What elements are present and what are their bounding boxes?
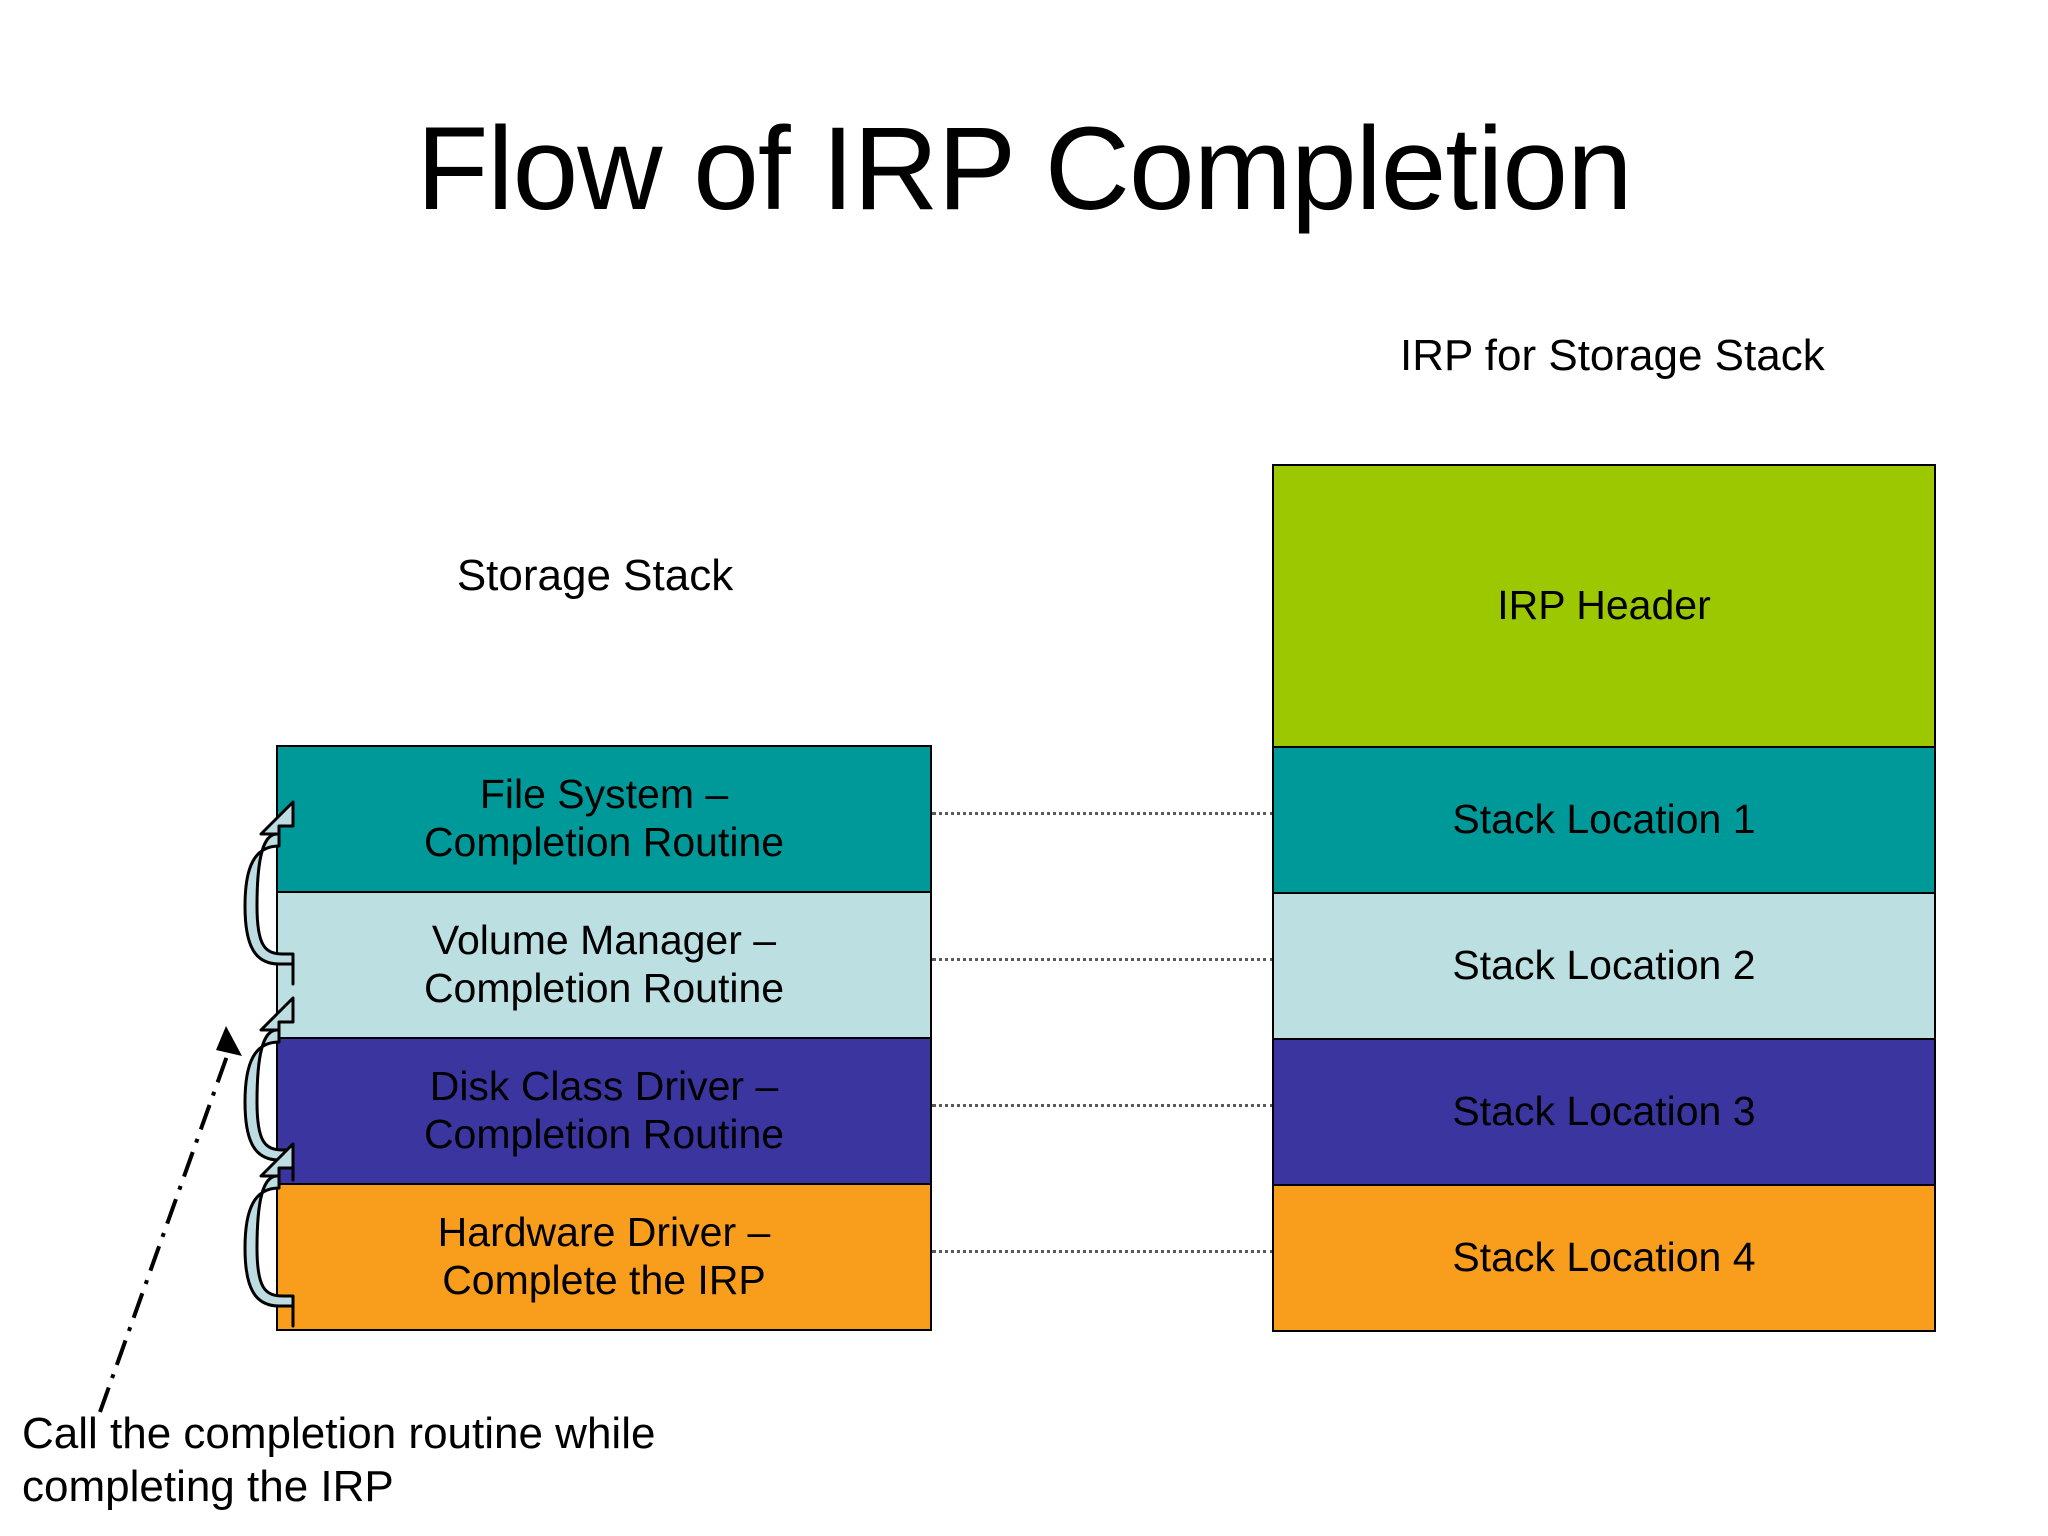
uturn-arrow-icon-1 xyxy=(243,800,295,986)
irp-stack-location-label: Stack Location 1 xyxy=(1452,796,1756,843)
irp-stack-location-2[interactable]: Stack Location 2 xyxy=(1272,892,1936,1040)
uturn-arrow-icon-2 xyxy=(243,996,295,1182)
irp-stack-location-3[interactable]: Stack Location 3 xyxy=(1272,1038,1936,1186)
storage-box-label: Hardware Driver – Complete the IRP xyxy=(437,1209,771,1303)
uturn-arrow-icon-3 xyxy=(243,1142,295,1328)
storage-box-label: File System – Completion Routine xyxy=(423,771,785,865)
irp-stack-location-label: Stack Location 4 xyxy=(1452,1234,1756,1281)
storage-stack: File System – Completion Routine Volume … xyxy=(276,745,932,1331)
irp-header-box[interactable]: IRP Header xyxy=(1272,464,1936,748)
irp-stack-location-1[interactable]: Stack Location 1 xyxy=(1272,746,1936,894)
irp-stack-location-label: Stack Location 2 xyxy=(1452,942,1756,989)
storage-box-disk-class-driver[interactable]: Disk Class Driver – Completion Routine xyxy=(276,1037,932,1185)
irp-stack: IRP Header Stack Location 1 Stack Locati… xyxy=(1272,464,1936,1332)
connector-line-4 xyxy=(932,1250,1274,1253)
connector-line-3 xyxy=(932,1104,1274,1107)
storage-box-file-system[interactable]: File System – Completion Routine xyxy=(276,745,932,893)
connector-line-2 xyxy=(932,958,1274,961)
irp-stack-location-4[interactable]: Stack Location 4 xyxy=(1272,1184,1936,1332)
storage-column-caption: Storage Stack xyxy=(456,551,734,600)
storage-box-hardware-driver[interactable]: Hardware Driver – Complete the IRP xyxy=(276,1183,932,1331)
irp-stack-location-label: Stack Location 3 xyxy=(1452,1088,1756,1135)
irp-header-label: IRP Header xyxy=(1497,582,1711,629)
storage-box-volume-manager[interactable]: Volume Manager – Completion Routine xyxy=(276,891,932,1039)
irp-column-caption: IRP for Storage Stack xyxy=(1400,331,1825,380)
page-title: Flow of IRP Completion xyxy=(416,103,1632,235)
storage-box-label: Disk Class Driver – Completion Routine xyxy=(423,1063,785,1157)
storage-box-label: Volume Manager – Completion Routine xyxy=(423,917,785,1011)
callout-text: Call the completion routine while comple… xyxy=(22,1409,656,1511)
connector-line-1 xyxy=(932,812,1274,815)
